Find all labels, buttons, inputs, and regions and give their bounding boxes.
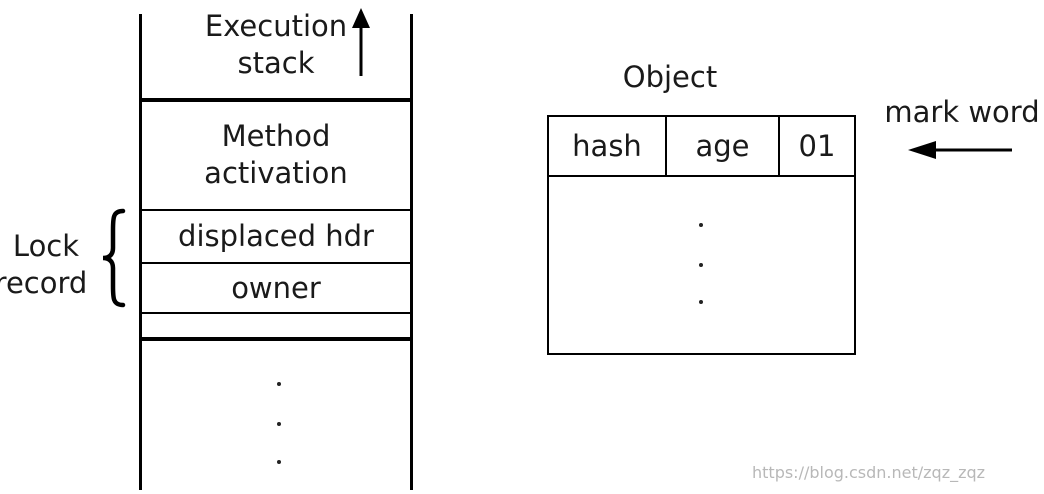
object-box: hash age 01 (547, 115, 856, 355)
stack-ellipsis-dot (277, 422, 281, 426)
execution-stack-label: Execution stack (142, 8, 410, 82)
stack-ellipsis-dot (277, 382, 281, 386)
stack-left-border (139, 14, 142, 490)
execution-label-line1: Execution (204, 9, 348, 43)
mark-word-hash-cell: hash (549, 117, 667, 175)
mark-word-lockbits-cell: 01 (780, 117, 854, 175)
stack-ellipsis-dot (277, 460, 281, 464)
method-label-line2: activation (204, 156, 348, 190)
mark-word-age-cell: age (667, 117, 780, 175)
stack-divider-lock-bottom (139, 312, 413, 314)
lock-record-line2: record (0, 266, 88, 300)
stack-divider-owner (139, 262, 413, 264)
mark-word-divider (549, 175, 854, 177)
object-title: Object (622, 60, 718, 94)
lock-record-line1: Lock (12, 229, 80, 263)
lock-record-label: Lock record (0, 228, 92, 302)
left-arrow-icon (908, 141, 1012, 159)
hash-field: hash (572, 129, 642, 163)
execution-label-line2: stack (237, 46, 315, 80)
stack-right-border (410, 14, 413, 490)
object-ellipsis-dot (699, 263, 703, 267)
stack-divider-top (139, 98, 413, 102)
watermark: https://blog.csdn.net/zqz_zqz (752, 463, 986, 482)
object-ellipsis-dot (699, 300, 703, 304)
age-field: age (695, 129, 750, 163)
method-activation-frame: Method activation (142, 118, 410, 192)
object-ellipsis-dot (699, 223, 703, 227)
curly-brace-icon (102, 208, 126, 308)
stack-divider-bottom (139, 337, 413, 341)
stack-growth-arrow-icon (352, 8, 370, 76)
displaced-hdr-slot: displaced hdr (178, 219, 374, 253)
mark-word-label: mark word (884, 95, 1040, 129)
method-label-line1: Method (221, 119, 331, 153)
owner-slot: owner (231, 271, 321, 305)
stack-divider-lock-top (139, 209, 413, 211)
lock-bits-field: 01 (798, 129, 836, 163)
